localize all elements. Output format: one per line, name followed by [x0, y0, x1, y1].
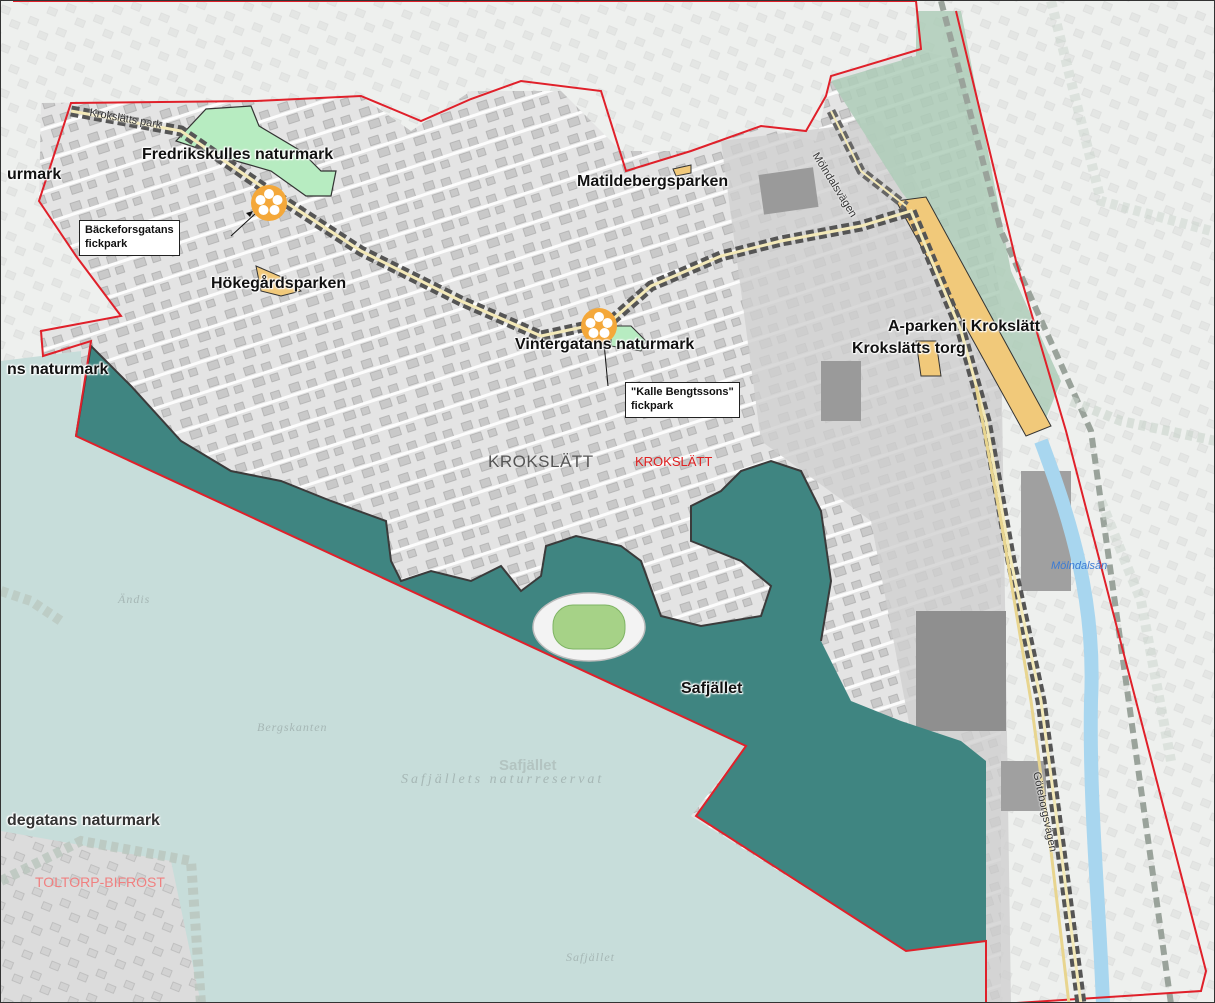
district-label-krokslatt: KROKSLÄTT: [488, 452, 594, 471]
flower-icon[interactable]: [250, 184, 288, 222]
district-label-krokslatt-red: KROKSLÄTT: [635, 454, 713, 469]
label-naturmark-left: ns naturmark: [7, 361, 109, 378]
label-safjallet-faded: Safjället: [499, 757, 557, 774]
label-reservat: Safjällets naturreservat: [401, 772, 605, 787]
label-urmark: urmark: [7, 166, 62, 183]
label-fredrikskulle: Fredrikskulles naturmark: [142, 146, 334, 163]
hokegard-park: [255, 265, 302, 297]
callout-line: Bäckeforsgatans: [85, 224, 174, 236]
planning-boundary: [13, 1, 1208, 1002]
callout-line: "Kalle Bengtssons": [631, 386, 734, 398]
fredrikskulle-park: [174, 105, 337, 197]
label-degatans: degatans naturmark: [7, 812, 160, 829]
label-aparken: A-parken i Krokslätt: [888, 318, 1041, 335]
lake-label-andis: Ändis: [118, 592, 151, 606]
label-safjallet-small: Safjället: [566, 950, 615, 964]
label-bergskanten: Bergskanten: [257, 720, 328, 734]
flower-icon[interactable]: [580, 307, 618, 345]
krokslatts-torg-park: [915, 340, 942, 377]
district-label-toltorp: TOLTORP-BIFROST: [35, 874, 165, 890]
callout-backeforsgatan: Bäckeforsgatans fickpark: [79, 220, 180, 256]
river-label: Mölndalsån: [1051, 560, 1108, 572]
callout-leader-kalle: [603, 342, 609, 387]
safjallet-reserve: [76, 346, 986, 951]
label-krokslatts-torg: Krokslätts torg: [852, 340, 966, 357]
label-hokegard: Hökegårdsparken: [211, 275, 347, 292]
label-matildeberg: Matildebergsparken: [577, 173, 729, 190]
matildeberg-park: [672, 164, 692, 177]
vintergatan-park: [610, 325, 647, 352]
green-corridor: [70, 105, 1087, 1002]
label-safjallet: Safjället: [681, 680, 743, 697]
callout-line: fickpark: [631, 399, 674, 412]
label-vintergatan: Vintergatans naturmark: [515, 336, 695, 353]
molndalsan-river: [1034, 438, 1110, 1002]
callout-leader-backeforsgatan: [230, 212, 257, 237]
callout-kalle: "Kalle Bengtssons" fickpark: [625, 382, 740, 418]
rail-green: [831, 11, 1061, 431]
callout-line: fickpark: [85, 237, 128, 250]
